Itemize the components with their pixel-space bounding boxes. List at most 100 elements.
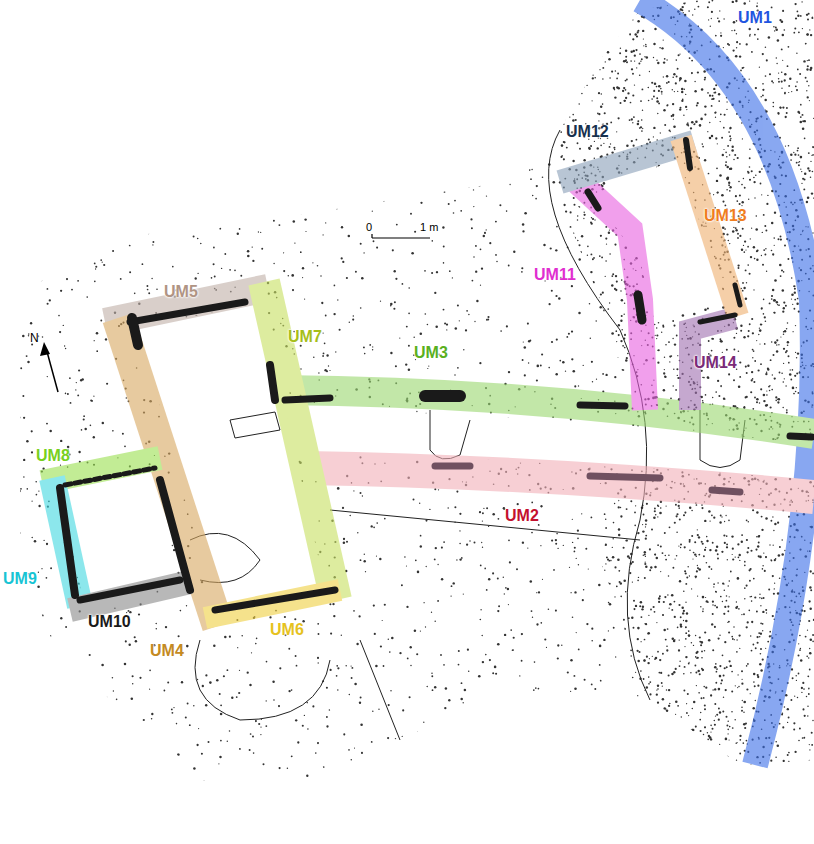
stipple-dot <box>164 690 166 692</box>
stipple-dot <box>761 529 763 531</box>
stipple-dot <box>584 679 586 681</box>
stipple-dot <box>395 278 397 280</box>
stipple-dot <box>416 411 417 412</box>
stipple-dot <box>219 693 221 695</box>
stipple-dot <box>542 176 544 178</box>
stipple-dot <box>565 371 566 372</box>
stipple-dot <box>260 726 261 727</box>
stipple-dot <box>731 535 733 537</box>
stipple-dot <box>20 488 22 490</box>
stipple-dot <box>459 558 461 560</box>
stipple-dot <box>487 316 489 318</box>
stipple-dot <box>728 631 730 633</box>
stipple-dot <box>532 195 534 197</box>
stipple-dot <box>351 677 353 679</box>
stipple-dot <box>323 234 324 235</box>
stipple-dot <box>797 298 799 300</box>
stipple-dot <box>124 663 127 666</box>
stipple-dot <box>741 614 742 615</box>
stipple-dot <box>300 368 302 370</box>
stipple-dot <box>329 603 331 605</box>
stipple-dot <box>420 535 422 537</box>
stipple-dot <box>787 708 789 710</box>
stipple-dot <box>522 223 525 226</box>
stipple-dot <box>151 278 152 279</box>
stipple-dot <box>663 629 666 632</box>
stipple-dot <box>730 138 732 140</box>
stipple-dot <box>20 367 22 369</box>
stipple-dot <box>241 635 243 637</box>
stipple-dot <box>614 596 615 597</box>
stipple-dot <box>329 370 330 371</box>
stipple-dot <box>480 248 482 250</box>
stipple-dot <box>766 203 768 205</box>
stipple-dot <box>218 763 219 764</box>
stipple-dot <box>729 139 731 141</box>
stipple-dot <box>685 638 687 640</box>
stipple-dot <box>360 307 362 309</box>
stipple-dot <box>606 243 607 244</box>
stipple-dot <box>764 343 766 345</box>
stipple-dot <box>723 127 725 129</box>
stipple-dot <box>46 423 48 425</box>
stipple-dot <box>426 566 427 567</box>
stipple-dot <box>678 54 680 56</box>
stipple-dot <box>691 588 692 589</box>
stipple-dot <box>249 684 251 686</box>
stipple-dot <box>483 508 484 509</box>
stipple-dot <box>287 768 288 769</box>
stipple-dot <box>531 532 533 534</box>
stipple-dot <box>408 369 411 372</box>
stipple-dot <box>556 339 558 341</box>
stipple-dot <box>396 224 398 226</box>
stipple-dot <box>574 591 576 593</box>
stipple-dot <box>360 697 362 699</box>
stipple-dot <box>325 315 327 317</box>
stipple-dot <box>180 610 182 612</box>
stipple-dot <box>353 490 354 491</box>
stipple-dot <box>739 194 741 196</box>
stipple-dot <box>512 649 514 651</box>
stipple-dot <box>779 546 781 548</box>
stipple-dot <box>361 752 363 754</box>
stipple-dot <box>741 534 743 536</box>
stipple-dot <box>207 741 209 743</box>
stipple-dot <box>83 415 85 417</box>
stipple-dot <box>90 424 92 426</box>
stipple-dot <box>656 97 658 99</box>
stipple-dot <box>247 672 249 674</box>
stipple-dot <box>448 699 450 701</box>
stipple-dot <box>585 548 587 550</box>
stipple-dot <box>508 371 510 373</box>
stipple-dot <box>306 775 308 777</box>
stipple-dot <box>783 29 785 31</box>
stipple-dot <box>540 622 542 624</box>
stipple-dot <box>556 226 558 228</box>
stipple-dot <box>506 210 508 212</box>
stipple-dot <box>521 633 523 635</box>
stipple-dot <box>81 378 83 380</box>
stipple-dot <box>663 372 665 374</box>
stipple-dot <box>71 289 73 291</box>
stipple-dot <box>444 322 446 324</box>
stipple-dot <box>60 617 62 619</box>
stipple-dot <box>343 538 345 540</box>
stipple-dot <box>726 101 727 102</box>
stipple-dot <box>599 255 601 257</box>
stipple-dot <box>530 580 533 583</box>
stipple-dot <box>591 361 593 363</box>
stipple-dot <box>719 675 722 678</box>
stipple-dot <box>336 675 338 677</box>
stipple-dot <box>768 588 770 590</box>
stipple-dot <box>389 651 391 653</box>
stipple-dot <box>728 520 730 522</box>
stipple-dot <box>185 716 187 718</box>
stipple-dot <box>739 361 741 363</box>
stipple-dot <box>479 619 481 621</box>
stipple-dot <box>590 271 592 273</box>
stipple-dot <box>535 198 537 200</box>
stipple-dot <box>304 298 305 299</box>
stipple-dot <box>427 368 428 369</box>
stipple-dot <box>83 418 85 420</box>
